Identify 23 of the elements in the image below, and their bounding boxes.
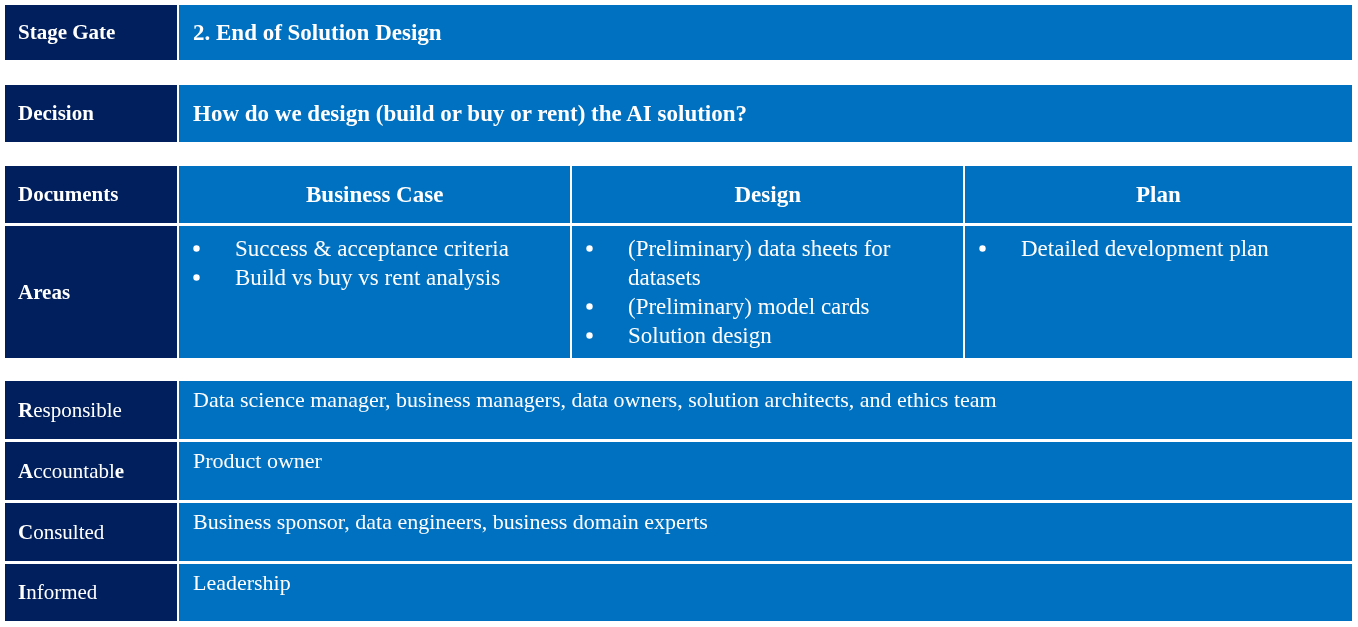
- role-label: Consulted: [18, 519, 105, 545]
- column-heading: Business Case: [306, 181, 444, 208]
- list-item: (Preliminary) model cards: [628, 294, 870, 319]
- column-heading: Plan: [1136, 181, 1181, 208]
- role-label: Accountable: [18, 458, 125, 484]
- column-heading: Design: [734, 181, 801, 208]
- body-text: Leadership: [193, 570, 291, 596]
- body-text: Product owner: [193, 448, 322, 474]
- heading-text: How do we design (build or buy or rent) the AI solution?: [193, 100, 747, 127]
- body-text: Data science manager, business managers, data owners, solution architects, and ethics team: [193, 387, 997, 413]
- list-item: Build vs buy vs rent analysis: [235, 265, 501, 290]
- list-item: (Preliminary) data sheets for datasets: [628, 236, 891, 290]
- role-label: Responsible: [18, 397, 122, 423]
- body-text: Business sponsor, data engineers, business domain experts: [193, 509, 708, 535]
- row-heading: Stage Gate: [18, 20, 116, 45]
- row-heading: Documents: [18, 182, 119, 207]
- list-item: Detailed development plan: [1021, 236, 1269, 261]
- row-heading: Decision: [18, 101, 94, 126]
- role-label: Informed: [18, 580, 98, 605]
- heading-text: 2. End of Solution Design: [193, 19, 442, 46]
- list-item: Success & acceptance criteria: [235, 236, 509, 261]
- list-item: Solution design: [628, 323, 772, 348]
- row-heading: Areas: [18, 279, 71, 305]
